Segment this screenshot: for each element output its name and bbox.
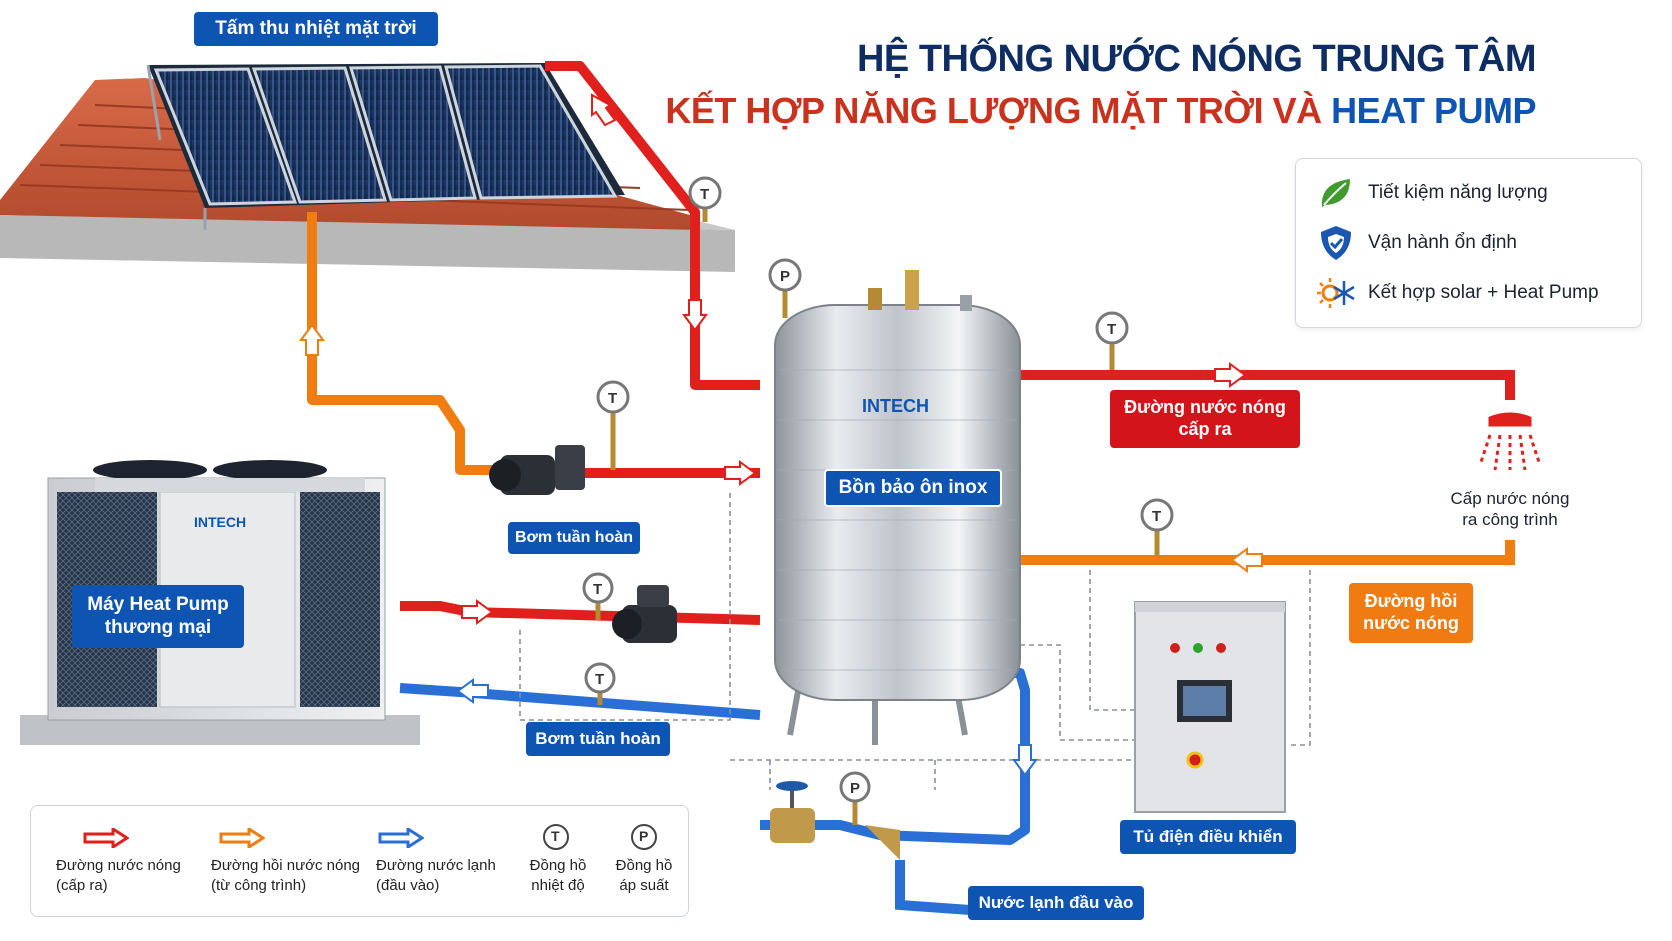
hot-pipe-solar (545, 61, 760, 390)
cold-inlet-valve (770, 781, 900, 860)
return-pipe-solar (307, 212, 500, 475)
label-cold-inlet: Nước lạnh đầu vào (968, 886, 1144, 920)
gauge-pump-top: T (596, 380, 630, 470)
svg-text:T: T (1107, 321, 1116, 338)
feature-label: Kết hợp solar + Heat Pump (1368, 282, 1599, 303)
subtitle-part1: KẾT HỢP NĂNG LƯỢNG MẶT TRỜI VÀ (665, 90, 1332, 131)
pressure-gauge-symbol: P (639, 828, 649, 844)
flow-arrows (299, 93, 1263, 777)
gauge-hot-return: T (1140, 498, 1174, 556)
legend-label: Đường nước lạnh (đầu vào) (376, 857, 496, 894)
solar-collector-array (146, 63, 625, 230)
svg-text:T: T (595, 671, 604, 688)
subtitle-part2: HEAT PUMP (1331, 90, 1536, 131)
svg-text:P: P (850, 780, 860, 797)
circulation-pump-top-unit (489, 445, 585, 495)
feature-item: Vận hành ổn định (1296, 223, 1641, 263)
feature-item: Tiết kiệm năng lượng (1296, 173, 1641, 213)
label-tank: Bồn bảo ôn inox (824, 469, 1002, 507)
svg-text:P: P (780, 268, 790, 285)
label-heat-pump: Máy Heat Pump thương mại (72, 585, 244, 648)
label-hot-supply: Đường nước nóng cấp ra (1110, 390, 1300, 448)
label-circulation-pump-bottom: Bơm tuần hoàn (526, 722, 670, 756)
gauge-heatpump-cold: T (584, 662, 616, 705)
pressure-gauge-icon (631, 824, 657, 850)
gauge-cold-inlet: P (839, 771, 871, 825)
svg-text:T: T (1152, 508, 1161, 525)
tank-brand: INTECH (862, 396, 929, 416)
heatpump-cold-pipe (399, 683, 761, 720)
gauge-hot-supply: T (1095, 311, 1129, 370)
legend-label: Đường nước nóng (cấp ra) (56, 857, 181, 894)
feature-label: Tiết kiệm năng lượng (1368, 182, 1548, 203)
label-solar-collector: Tấm thu nhiệt mặt trời (194, 12, 438, 46)
cold-inlet-lower (895, 860, 971, 915)
gauge-tank-top: P (768, 258, 802, 318)
legend-label: Đồng hồ áp suất (615, 857, 673, 894)
blue-arrow-icon (378, 828, 424, 848)
label-supply-to-building: Cấp nước nóng ra công trình (1450, 489, 1570, 529)
feature-item: Kết hợp solar + Heat Pump (1296, 273, 1641, 313)
temperature-gauge-symbol: T (551, 828, 560, 844)
gauge-heatpump-hot: T (582, 572, 614, 620)
sun-snowflake-icon (1317, 278, 1355, 308)
svg-text:T: T (608, 390, 617, 407)
legend-item: T Đồng hồ nhiệt độ (523, 806, 593, 916)
feature-label: Vận hành ổn định (1368, 232, 1517, 253)
page-subtitle: KẾT HỢP NĂNG LƯỢNG MẶT TRỜI VÀ HEAT PUMP (665, 90, 1536, 132)
control-cabinet-unit (1134, 601, 1286, 813)
label-control-cabinet: Tủ điện điều khiển (1120, 820, 1296, 854)
temperature-gauge-icon (543, 824, 569, 850)
svg-text:T: T (593, 581, 602, 598)
label-circulation-pump-top: Bơm tuần hoàn (508, 522, 640, 554)
legend-item: P Đồng hồ áp suất (609, 806, 679, 916)
label-hot-return: Đường hồi nước nóng (1349, 583, 1473, 643)
storage-tank (774, 270, 1021, 745)
orange-arrow-icon (219, 828, 265, 848)
circulation-pump-bottom-unit (612, 585, 677, 643)
page-title: HỆ THỐNG NƯỚC NÓNG TRUNG TÂM (856, 38, 1537, 80)
shield-icon (1321, 226, 1351, 260)
legend-label: Đường hồi nước nóng (từ công trình) (211, 857, 361, 894)
hot-return-pipe (1015, 540, 1515, 565)
red-arrow-icon (83, 828, 129, 848)
features-panel: Tiết kiệm năng lượng Vận hành ổn định Kế… (1295, 158, 1642, 328)
legend-item: Đường nước lạnh (đầu vào) (376, 806, 516, 916)
hot-supply-pipe (1015, 370, 1515, 400)
legend-item: Đường hồi nước nóng (từ công trình) (211, 806, 371, 916)
cold-inlet-pipe (760, 668, 1030, 845)
legend-label: Đồng hồ nhiệt độ (529, 857, 587, 894)
leaf-icon (1321, 179, 1350, 207)
heatpump-hot-pipe (400, 601, 761, 625)
legend-item: Đường nước nóng (cấp ra) (56, 806, 206, 916)
legend-panel: Đường nước nóng (cấp ra) Đường hồi nước … (30, 805, 689, 917)
heatpump-brand: INTECH (194, 514, 246, 530)
gauge-solar-out: T (688, 176, 722, 222)
svg-text:T: T (700, 186, 709, 203)
shower-head-icon (1478, 412, 1542, 471)
control-wires (519, 490, 1311, 790)
